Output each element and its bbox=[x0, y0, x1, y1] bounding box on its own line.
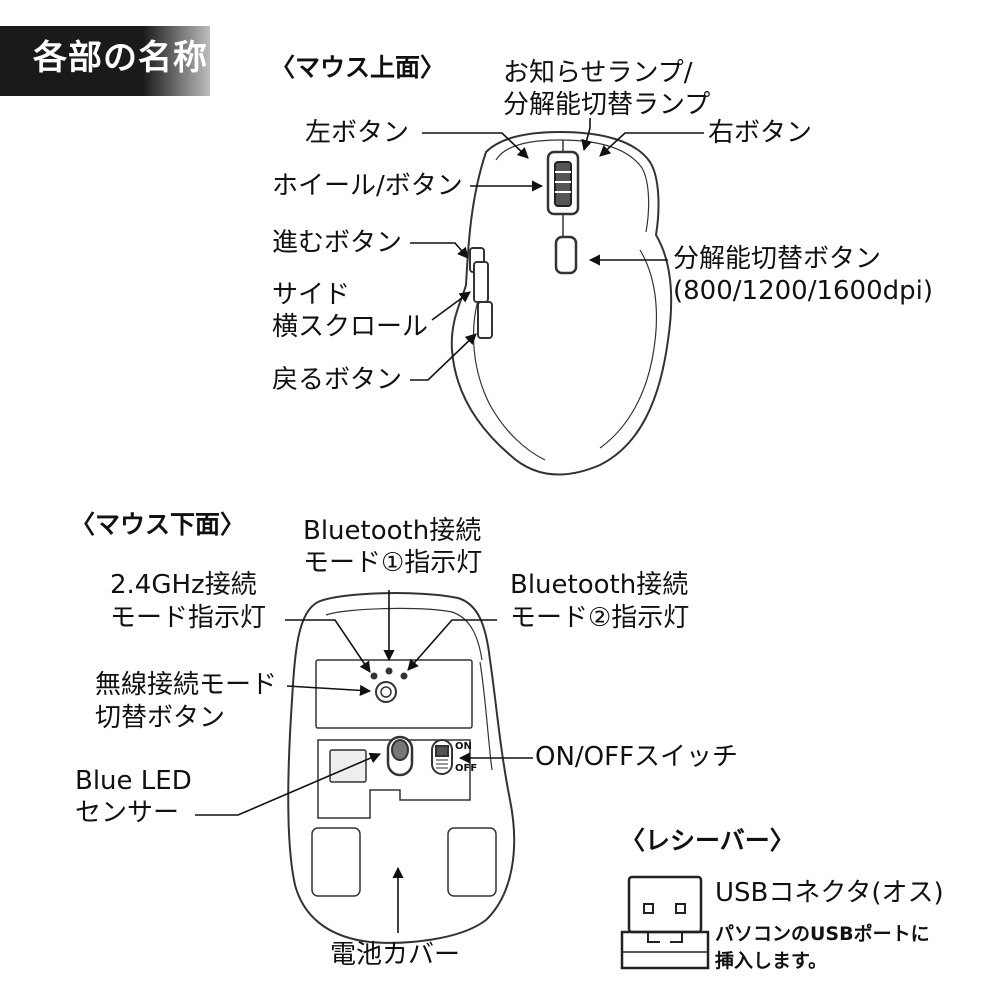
usb-connector-label: USBコネクタ(オス) bbox=[715, 878, 944, 908]
switch-on-mark: ON bbox=[455, 741, 472, 752]
right-button-label: 右ボタン bbox=[708, 118, 813, 148]
bt2-indicator-label-line2: モード②指示灯 bbox=[510, 603, 690, 633]
forward-button-label: 進むボタン bbox=[272, 228, 403, 258]
indicator-label-line2: 分解能切替ランプ bbox=[503, 90, 711, 120]
dpi-button-label-line2: (800/1200/1600dpi) bbox=[673, 276, 933, 306]
bt1-indicator-label-line1: Bluetooth接続 bbox=[303, 516, 482, 546]
sensor-label-line2: センサー bbox=[75, 798, 180, 828]
side-scroll-label-line1: サイド bbox=[272, 280, 351, 310]
title-badge bbox=[0, 26, 210, 96]
receiver-desc-line1: パソコンのUSBポートに bbox=[715, 923, 930, 945]
dpi-button-label-line1: 分解能切替ボタン bbox=[673, 244, 882, 274]
bt1-indicator-label-line2: モード①指示灯 bbox=[303, 548, 483, 578]
ghz-indicator-label-line2: モード指示灯 bbox=[110, 603, 267, 633]
ghz-indicator-label-line1: 2.4GHz接続 bbox=[110, 570, 257, 600]
wheel-button-label: ホイール/ボタン bbox=[272, 171, 463, 201]
receiver-heading: 〈レシーバー〉 bbox=[620, 826, 795, 855]
receiver-desc-line2: 挿入します。 bbox=[715, 950, 828, 972]
top-view-heading: 〈マウス上面〉 bbox=[270, 53, 446, 82]
bottom-view-heading: 〈マウス下面〉 bbox=[70, 510, 246, 539]
indicator-label-line1: お知らせランプ/ bbox=[503, 58, 693, 88]
battery-cover-label: 電池カバー bbox=[330, 940, 461, 970]
left-button-label: 左ボタン bbox=[305, 118, 410, 148]
back-button-label: 戻るボタン bbox=[272, 365, 403, 395]
side-scroll-label-line2: 横スクロール bbox=[272, 312, 429, 342]
usb-receiver bbox=[620, 875, 710, 970]
sensor-label-line1: Blue LED bbox=[75, 766, 192, 796]
bt2-indicator-label-line1: Bluetooth接続 bbox=[510, 570, 689, 600]
wireless-button-label-line2: 切替ボタン bbox=[95, 703, 226, 733]
switch-label: ON/OFFスイッチ bbox=[535, 742, 739, 772]
mouse-top-view bbox=[450, 130, 673, 476]
mouse-bottom-view bbox=[287, 592, 516, 944]
wireless-button-label-line1: 無線接続モード bbox=[95, 670, 278, 700]
switch-off-mark: OFF bbox=[455, 763, 478, 774]
title: 各部の名称 bbox=[33, 38, 208, 78]
